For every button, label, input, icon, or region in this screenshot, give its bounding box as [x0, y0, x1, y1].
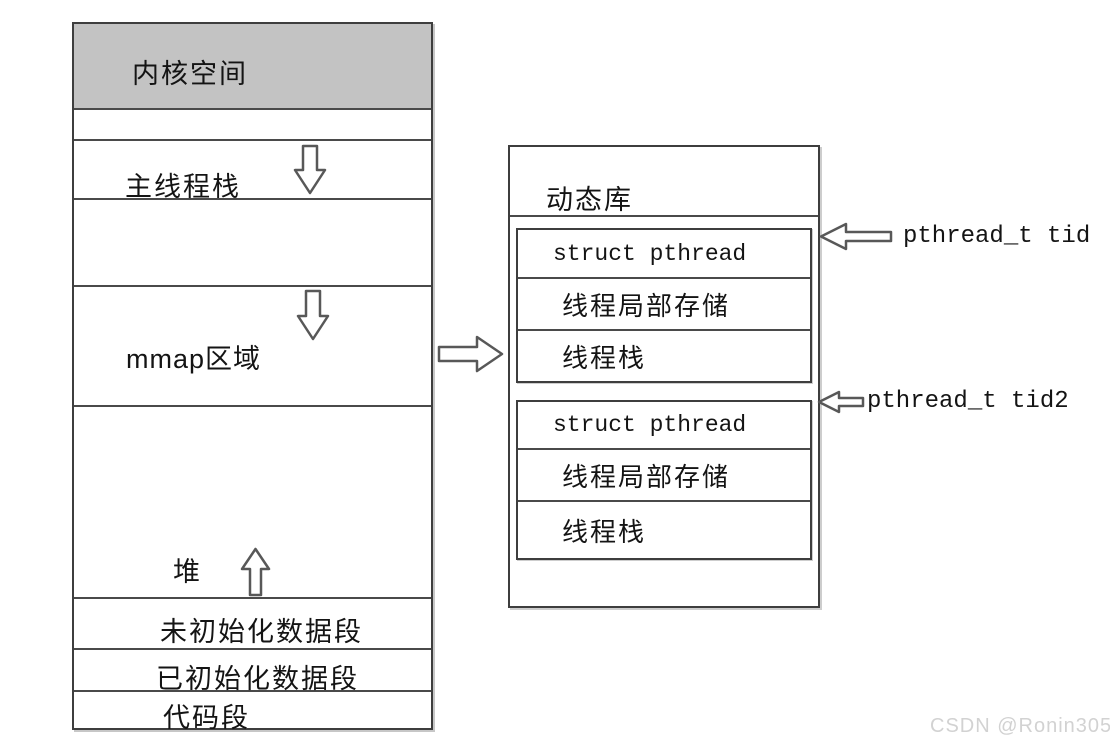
- struct-pthread-row: struct pthread: [518, 402, 810, 450]
- dynamic-library-header: 动态库: [510, 147, 818, 217]
- pthread-tid-label: pthread_t tid: [903, 223, 1091, 250]
- struct-pthread-row: struct pthread: [518, 230, 810, 279]
- thread-block-2: struct pthread 线程局部存储 线程栈: [516, 400, 812, 560]
- tls-label: 线程局部存储: [562, 290, 731, 321]
- segment-code: 代码段: [74, 692, 431, 733]
- thread-block-1: struct pthread 线程局部存储 线程栈: [516, 228, 812, 383]
- segment-spacer-2: [74, 200, 431, 287]
- mmap-to-library-arrow-icon: [437, 335, 504, 373]
- mmap-grow-down-arrow-icon: [296, 289, 330, 341]
- process-address-space-box: 内核空间 主线程栈 mmap区域 堆 未初始化数据段 已初始化数据段: [72, 22, 433, 733]
- segment-main-thread-stack: 主线程栈: [74, 141, 431, 202]
- tls-label: 线程局部存储: [562, 461, 731, 492]
- csdn-watermark: CSDN @Ronin305: [930, 715, 1110, 737]
- thread-stack-row: 线程栈: [518, 502, 810, 558]
- heap-grow-up-arrow-icon: [240, 547, 271, 597]
- segment-mmap-region: mmap区域: [74, 287, 431, 407]
- tls-row: 线程局部存储: [518, 279, 810, 331]
- code-segment-label: 代码段: [163, 703, 250, 733]
- main-stack-grow-down-arrow-icon: [293, 144, 327, 195]
- segment-kernel-space: 内核空间: [74, 24, 431, 110]
- bss-segment-label: 未初始化数据段: [160, 617, 363, 647]
- main-thread-stack-label: 主线程栈: [125, 172, 241, 202]
- thread-stack-label: 线程栈: [562, 342, 647, 373]
- segment-bss: 未初始化数据段: [74, 599, 431, 650]
- segment-data: 已初始化数据段: [74, 650, 431, 694]
- mmap-region-label: mmap区域: [126, 344, 262, 374]
- struct-pthread-label: struct pthread: [553, 240, 747, 267]
- segment-spacer-1: [74, 110, 431, 141]
- heap-label: 堆: [173, 557, 202, 587]
- tid-pointer-arrow-icon: [819, 222, 893, 251]
- segment-heap: 堆: [74, 407, 431, 599]
- struct-pthread-label: struct pthread: [553, 412, 747, 438]
- dynamic-library-label: 动态库: [546, 185, 633, 215]
- dynamic-library-box: 动态库 struct pthread 线程局部存储 线程栈 struct pth…: [508, 145, 820, 608]
- kernel-space-label: 内核空间: [132, 59, 248, 89]
- tls-row: 线程局部存储: [518, 450, 810, 502]
- thread-stack-row: 线程栈: [518, 331, 810, 381]
- tid2-pointer-arrow-icon: [817, 390, 865, 414]
- data-segment-label: 已初始化数据段: [156, 664, 359, 694]
- pthread-tid2-label: pthread_t tid2: [867, 388, 1069, 415]
- thread-stack-label: 线程栈: [562, 516, 647, 547]
